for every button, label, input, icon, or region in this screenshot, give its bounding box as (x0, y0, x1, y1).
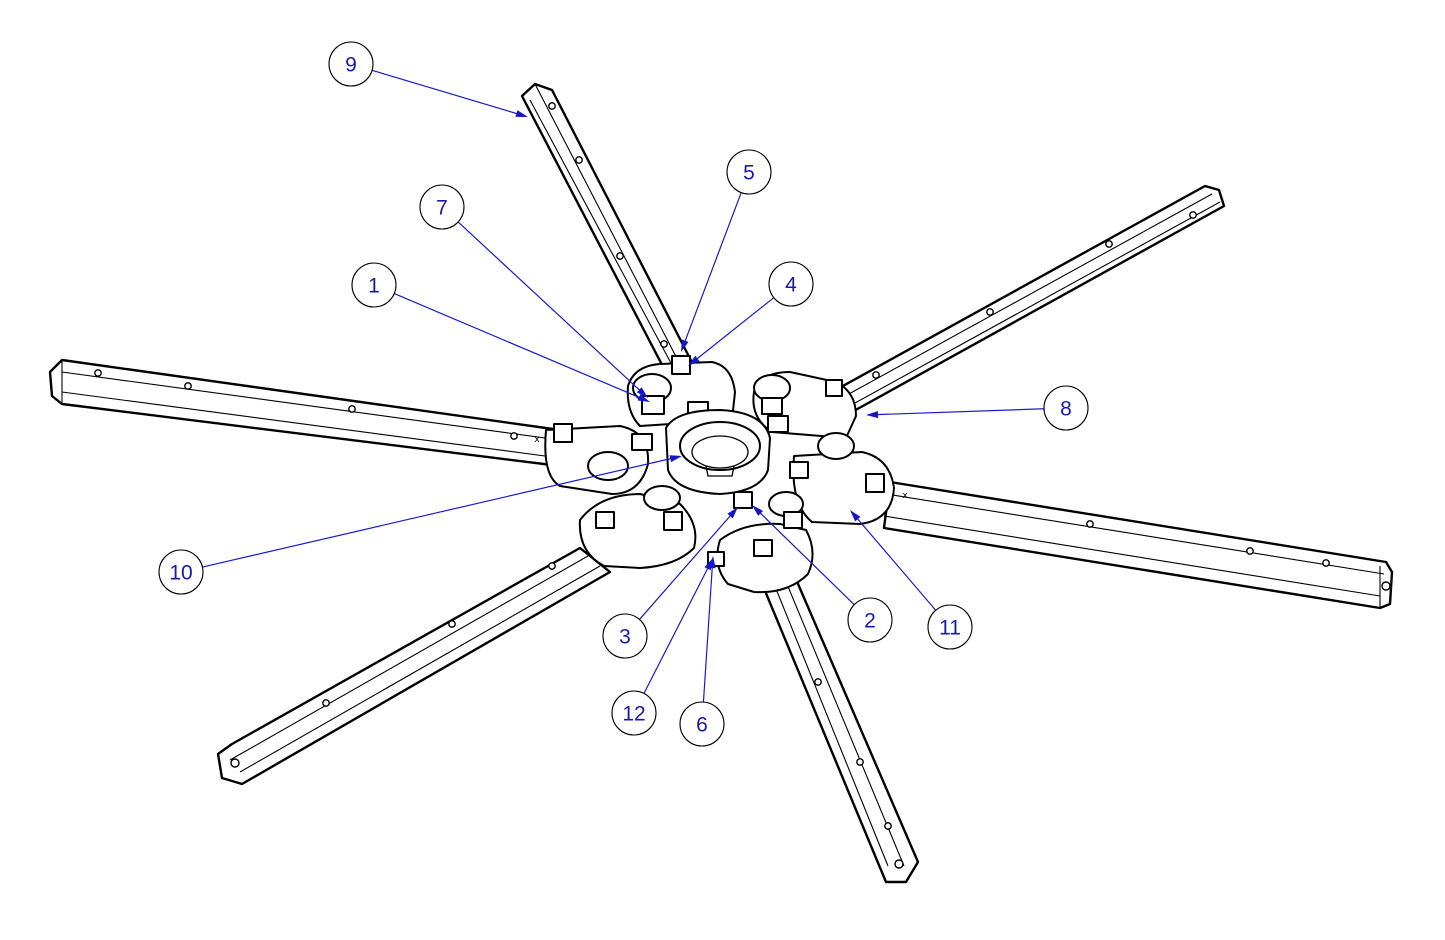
leader-arrowhead (669, 455, 682, 463)
arm-marker: x (534, 435, 540, 445)
leader-line (202, 457, 673, 568)
callout-number: 3 (619, 626, 631, 649)
callout-9: 9 (328, 41, 528, 117)
callout-number: 4 (785, 274, 797, 297)
callout-balloon (611, 690, 657, 736)
arm-lower: x (756, 568, 920, 884)
bolt-head (865, 473, 885, 493)
leader-arrowhead (704, 558, 713, 571)
leader-arrowhead (688, 355, 700, 366)
clamp-lower (716, 522, 814, 594)
callout-number: 11 (939, 617, 961, 640)
hub-assembly (544, 355, 895, 594)
callout-number: 2 (864, 610, 876, 633)
leader-line (643, 566, 709, 694)
callout-6: 6 (679, 556, 725, 747)
bolt-head (825, 379, 843, 397)
bolt-head (631, 433, 653, 451)
leader-line (394, 293, 642, 399)
callout-4: 4 (688, 261, 814, 366)
leader-line (457, 221, 642, 392)
arm-marker: x (902, 491, 908, 501)
callout-12: 12 (611, 558, 713, 736)
callout-number: 5 (743, 162, 755, 185)
callout-number: 9 (345, 54, 357, 77)
callout-balloon (1043, 385, 1089, 431)
bolt-head (553, 423, 573, 443)
leader-arrowhead (752, 505, 764, 516)
arm-left: x (48, 358, 562, 468)
leader-line (639, 514, 732, 620)
leader-arrowhead (636, 387, 648, 398)
callout-balloon (847, 597, 893, 643)
bolt-head (783, 511, 803, 529)
bolt-head (671, 355, 691, 375)
callout-10: 10 (158, 455, 682, 595)
callout-balloon (328, 41, 374, 87)
bolt-head (595, 511, 615, 529)
callout-8: 8 (866, 385, 1089, 431)
leader-arrowhead (866, 411, 879, 419)
callout-5: 5 (681, 149, 772, 352)
bolt-head (761, 397, 783, 415)
leader-line (683, 192, 742, 343)
bolt-head (753, 539, 773, 557)
callout-balloon (602, 613, 648, 659)
hub-bore (679, 421, 761, 471)
arm-lower-left: x (216, 546, 612, 786)
callout-number: 10 (169, 562, 192, 585)
bolt-head (663, 511, 683, 531)
callout-number: 12 (622, 703, 645, 726)
callout-balloon (679, 701, 725, 747)
leader-line (856, 517, 937, 611)
callout-number: 8 (1060, 398, 1072, 421)
bolt-head (789, 461, 809, 479)
wing-knob (587, 451, 629, 481)
callout-balloon (158, 549, 204, 595)
arm-upper-right (830, 184, 1226, 414)
callout-balloon (351, 262, 397, 308)
leader-arrowhead (727, 507, 738, 519)
hub-bore-inner (691, 435, 749, 469)
leader-line (758, 511, 855, 606)
callout-balloon (768, 261, 814, 307)
callout-3: 3 (602, 507, 738, 659)
leader-line (371, 69, 519, 115)
wing-knob (817, 432, 855, 460)
callout-balloon (726, 149, 772, 195)
leader-arrowhead (637, 394, 650, 402)
leader-line (875, 408, 1045, 416)
leader-arrowhead (681, 339, 689, 352)
callout-balloon (927, 604, 973, 650)
leader-line (695, 297, 775, 361)
bolt-head (767, 415, 789, 433)
arm-upper-left (520, 82, 702, 392)
callout-7: 7 (419, 184, 648, 398)
callout-number: 6 (696, 714, 708, 737)
callout-number: 7 (436, 197, 448, 220)
callout-11: 11 (850, 510, 973, 650)
callout-balloon (419, 184, 465, 230)
leader-arrowhead (850, 510, 861, 522)
leader-arrowhead (515, 110, 528, 117)
bolt-head (733, 491, 753, 509)
callout-2: 2 (752, 505, 893, 643)
callout-number: 1 (368, 275, 380, 298)
leader-line (702, 565, 713, 703)
wing-knob (643, 485, 681, 511)
arm-right: x (882, 480, 1394, 610)
callout-1: 1 (351, 262, 650, 402)
